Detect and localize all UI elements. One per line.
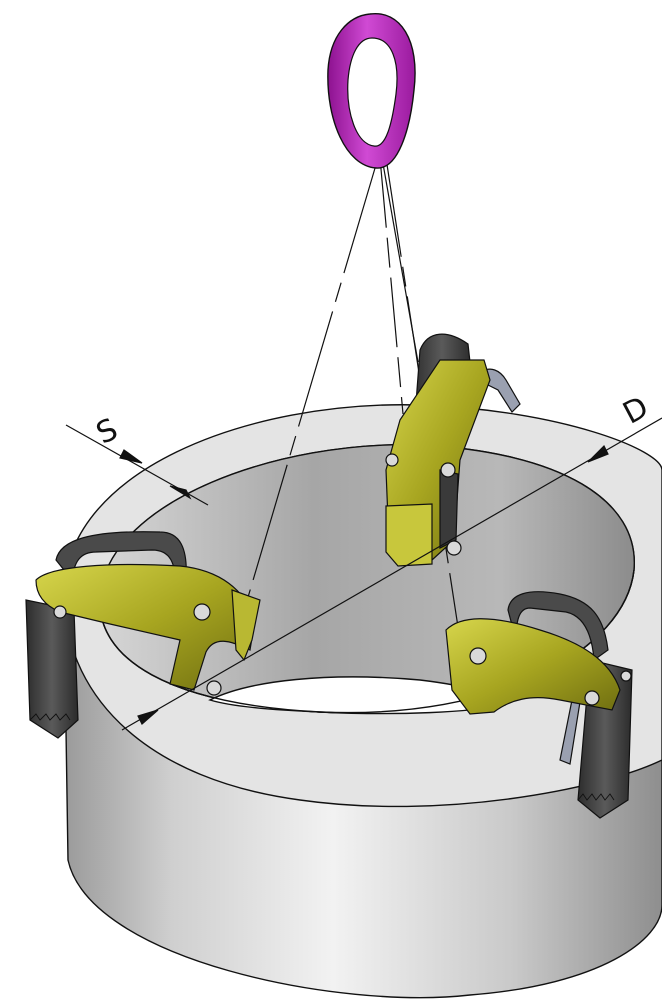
ring-hole xyxy=(347,37,398,147)
center-clamp-bolt-1 xyxy=(440,462,456,478)
left-clamp-bolt-3 xyxy=(206,680,222,696)
center-clamp-bolt-2 xyxy=(446,540,462,556)
right-clamp-bolt-2 xyxy=(584,690,600,706)
master-link-ring xyxy=(327,13,416,169)
line-to-center-clamp-a xyxy=(379,157,404,415)
right-clamp-body xyxy=(445,618,621,715)
center-clamp-front-plate xyxy=(385,503,433,567)
dimension-s-arrow-top xyxy=(119,449,143,464)
left-clamp-hook xyxy=(231,589,261,662)
left-clamp-bolt-2 xyxy=(53,605,67,619)
right-clamp-handle xyxy=(507,591,609,662)
line-to-left-clamp xyxy=(245,157,379,605)
right-clamp-bolt-3 xyxy=(620,670,632,682)
dimension-s-arrow-bottom xyxy=(169,485,192,500)
left-clamp xyxy=(25,531,261,739)
line-to-right-clamp xyxy=(385,157,461,641)
lifting-lines xyxy=(245,157,461,641)
dimension-d-leader xyxy=(121,417,662,731)
left-clamp-bolt-1 xyxy=(193,603,211,621)
center-clamp-bolt-3 xyxy=(385,453,399,467)
center-clamp-jaw xyxy=(439,469,459,549)
dimension-d-arrow-left xyxy=(137,709,159,725)
dimension-s-label: S xyxy=(91,412,123,452)
dimension-d-arrow-right xyxy=(587,444,609,463)
left-clamp-jaw xyxy=(25,599,79,739)
center-clamp xyxy=(385,333,521,567)
right-clamp xyxy=(445,591,633,819)
right-clamp-bolt-1 xyxy=(469,647,487,665)
